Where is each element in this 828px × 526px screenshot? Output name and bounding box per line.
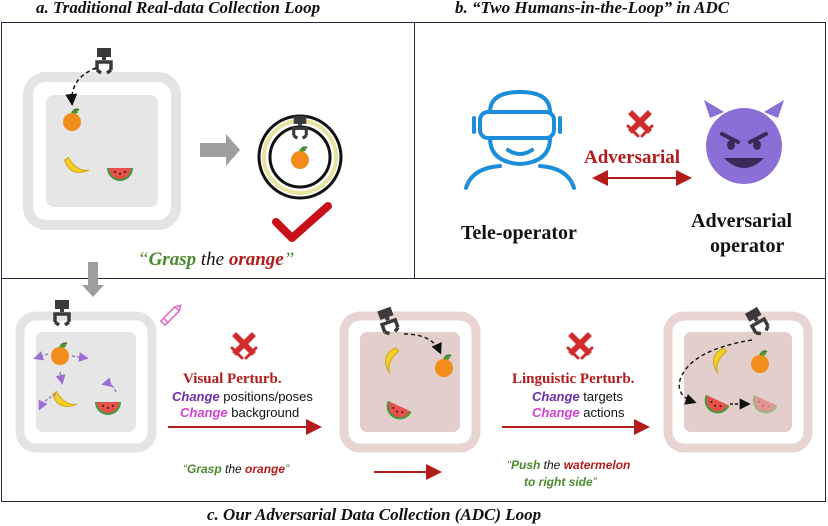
linguistic-perturb-line2: Change actions bbox=[532, 405, 625, 420]
gripper-icon-1 bbox=[53, 298, 71, 327]
perturb-motion-arrows bbox=[33, 351, 117, 411]
instruction-push-watermelon-line2: to right side” bbox=[524, 475, 597, 489]
linguistic-perturb-title: Linguistic Perturb. bbox=[512, 371, 635, 387]
dashed-path-arrow-2 bbox=[403, 333, 442, 355]
tray-inner-1 bbox=[36, 332, 136, 432]
tray-outer-2 bbox=[339, 311, 481, 453]
instruction-grasp-orange: “Grasp the orange” bbox=[183, 462, 290, 476]
panel-a-instruction: “Grasp the orange” bbox=[138, 249, 295, 270]
tray-outer-3 bbox=[663, 311, 813, 453]
pencil-icon bbox=[159, 304, 182, 327]
crossed-swords-icon-1 bbox=[230, 332, 258, 360]
instruction-push-watermelon-line1: “Push the watermelon bbox=[507, 458, 631, 472]
grey-arrow-icon bbox=[200, 134, 240, 166]
adversarial-label: Adversarial bbox=[584, 147, 681, 168]
down-arrow-icon bbox=[82, 262, 104, 297]
adversarial-operator-label-1: Adversarial bbox=[691, 210, 793, 232]
dashed-path-arrow bbox=[65, 67, 97, 106]
title-b: b. “Two Humans-in-the-Loop” in ADC bbox=[455, 0, 730, 17]
tray-outer-1 bbox=[15, 311, 157, 453]
crossed-swords-icon-2 bbox=[566, 332, 594, 360]
visual-perturb-line2: Change background bbox=[180, 405, 300, 420]
gripper-icon-3 bbox=[743, 305, 772, 338]
tray-outer bbox=[23, 72, 181, 230]
title-c: c. Our Adversarial Data Collection (ADC)… bbox=[207, 505, 542, 524]
title-a: a. Traditional Real-data Collection Loop bbox=[36, 0, 321, 17]
devil-face-icon bbox=[704, 100, 784, 184]
visual-perturb-line1: Change positions/poses bbox=[172, 389, 313, 404]
dashed-path-arrow-3 bbox=[678, 339, 753, 405]
adversarial-operator-label-2: operator bbox=[710, 235, 785, 257]
tray-inner-3 bbox=[684, 332, 792, 432]
teleoperator-label: Tele-operator bbox=[461, 222, 577, 244]
gripper-icon-2 bbox=[375, 304, 401, 337]
visual-perturb-title: Visual Perturb. bbox=[183, 371, 282, 387]
panel-c bbox=[1, 278, 826, 502]
tray-inner-2 bbox=[360, 332, 460, 432]
linguistic-perturb-line1: Change targets bbox=[532, 389, 624, 404]
checkmark-icon bbox=[272, 202, 332, 242]
teleoperator-vr-icon bbox=[464, 90, 576, 190]
